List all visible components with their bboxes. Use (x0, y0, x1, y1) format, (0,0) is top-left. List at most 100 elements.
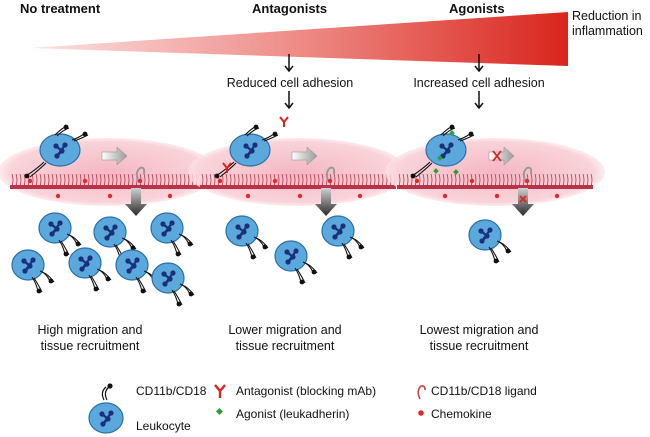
leukocyte (68, 247, 112, 292)
chemokine (167, 193, 173, 199)
transmigration-arrow (315, 188, 337, 216)
reduced-adhesion-label: Reduced cell adhesion (226, 76, 354, 90)
chemokine (327, 178, 333, 184)
receptor (488, 246, 500, 264)
chemokine (107, 193, 113, 199)
receptor (88, 274, 100, 292)
outcome-lower-line2: tissue recruitment (235, 339, 335, 353)
receptor (457, 131, 475, 142)
legend-agonist-icon (215, 407, 224, 416)
leukocyte (115, 249, 159, 294)
agonist-mark (453, 169, 459, 175)
legend-receptor-label: CD11b/CD18 (136, 384, 207, 398)
receptor (135, 276, 147, 294)
antagonist-mark (222, 162, 232, 173)
agonist-mark (437, 155, 443, 161)
receptor (66, 233, 82, 247)
chemokine (494, 193, 500, 199)
endothelium-membrane (397, 185, 593, 189)
outcome-high-line2: tissue recruitment (40, 339, 140, 353)
leukocyte-nucleus (53, 142, 68, 159)
receptor (170, 239, 182, 257)
ligand (522, 166, 533, 181)
leukocyte-nucleus (161, 270, 176, 287)
header-no-treatment: No treatment (20, 1, 101, 16)
outcome-high-line1: High migration and (37, 323, 143, 337)
receptor (440, 124, 456, 137)
leukocyte-nucleus (235, 223, 250, 240)
increased-adhesion-label: Increased cell adhesion (413, 76, 545, 90)
vessel-panel-1 (0, 138, 218, 216)
leukocyte (93, 216, 137, 261)
receptor (253, 236, 269, 250)
receptor (31, 276, 43, 294)
leukocyte (410, 124, 475, 179)
receptor (349, 236, 365, 250)
endothelium-membrane (10, 185, 206, 189)
leukocyte-nucleus (103, 224, 118, 241)
legend-receptor-icon (101, 383, 113, 401)
vessel-panel-3 (385, 138, 605, 216)
chemokine (524, 178, 530, 184)
receptor (244, 124, 260, 137)
receptor (496, 240, 512, 254)
receptor (39, 270, 55, 284)
chemokine (137, 178, 143, 184)
ligand (325, 166, 336, 181)
header-agonists: Agonists (449, 1, 505, 16)
receptor (179, 283, 195, 297)
legend-ligand-label: CD11b/CD18 ligand (431, 384, 537, 398)
leukocyte-nucleus (125, 257, 140, 274)
leukocyte (38, 212, 82, 257)
leukocyte (321, 215, 365, 260)
leukocyte-nucleus (99, 410, 114, 427)
header-reduction: Reduction in inflammation (572, 9, 643, 38)
legend-antagonist-icon (214, 384, 226, 398)
receptor (96, 268, 112, 282)
chemokine (245, 193, 251, 199)
arrows-adhesion (284, 54, 484, 110)
receptor (58, 239, 70, 257)
legend-chemokine-icon (418, 410, 424, 416)
legend-leukocyte-label: Leukocyte (136, 419, 191, 433)
leukocyte-nucleus (331, 223, 346, 240)
legend-chemokine-label: Chemokine (431, 407, 492, 421)
chemokine-dots (27, 178, 173, 199)
header-antagonists: Antagonists (252, 1, 328, 16)
leukocyte-nucleus (78, 255, 93, 272)
antagonist-mark (279, 116, 289, 127)
leukocyte (11, 249, 55, 294)
chemokine (554, 193, 560, 199)
legend-ligand-icon (417, 385, 426, 400)
transmigration-arrow (125, 188, 147, 216)
receptor (341, 242, 353, 260)
legend-antagonist-label: Antagonist (blocking mAb) (236, 384, 377, 398)
blocked-rolling-x (492, 150, 502, 162)
receptor (71, 131, 89, 142)
vessel-panel-2 (188, 138, 408, 216)
chemokine (55, 193, 61, 199)
leukocyte-nucleus (478, 227, 493, 244)
chemokine (442, 193, 448, 199)
agonist-mark (433, 168, 439, 174)
receptor (121, 237, 137, 251)
chemokine (272, 178, 278, 184)
leukocyte-nucleus (21, 257, 36, 274)
outcome-lowest-line1: Lowest migration and (419, 323, 539, 337)
agonist-mark (449, 130, 455, 136)
leukocyte-nucleus (284, 248, 299, 265)
rolling-arrow (101, 146, 128, 166)
endothelium-microvilli (11, 173, 206, 187)
receptor (54, 124, 70, 137)
receptor (261, 131, 279, 142)
leukocyte (151, 262, 195, 307)
leukocyte-nucleus (243, 142, 258, 159)
inflammation-gradient-wedge (30, 12, 568, 66)
endothelium-membrane (200, 185, 396, 189)
leukocyte (225, 215, 269, 260)
chemokine (217, 178, 223, 184)
leukocyte (150, 212, 194, 257)
leukocyte (468, 219, 512, 264)
receptor (302, 261, 318, 275)
